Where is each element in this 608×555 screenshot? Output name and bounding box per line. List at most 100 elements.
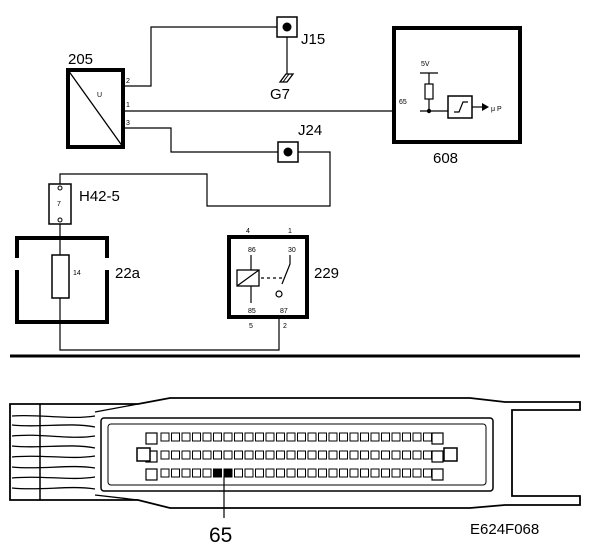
connector-pin (171, 432, 180, 442)
component-608-label: 608 (433, 150, 458, 167)
component-608-supply-rail (420, 72, 438, 84)
ecu-connector: 65 (9, 397, 581, 547)
wire-j24-h42 (59, 151, 331, 207)
component-229-label: 229 (314, 265, 339, 282)
connector-pin (202, 450, 212, 460)
connector-pin (202, 468, 212, 478)
connector-pin (265, 450, 275, 460)
connector-pin (160, 432, 170, 442)
component-608-pin-65: 65 (399, 99, 407, 106)
connector-pin (286, 468, 296, 478)
connector-pin (360, 468, 369, 478)
connector-pin (391, 432, 401, 442)
connector-pin (339, 432, 348, 442)
connector-pin (402, 432, 411, 442)
connector-pin (192, 450, 201, 460)
connector-pin (276, 468, 285, 478)
connector-pin (318, 450, 327, 460)
connector-pin (370, 450, 380, 460)
connector-pin (255, 432, 264, 442)
connector-pin (349, 432, 359, 442)
connector-pin (307, 432, 317, 442)
component-229-pin-30: 30 (288, 247, 296, 254)
ground-g7-label: G7 (270, 86, 290, 103)
wire-205-j15 (124, 26, 277, 87)
connector-pin (265, 468, 275, 478)
connector-pin (171, 450, 180, 460)
connector-pin-65-label: 65 (209, 524, 232, 547)
component-229-pin-2: 2 (283, 323, 287, 330)
connector-pin (328, 450, 338, 460)
connector-side-pin (136, 447, 151, 462)
component-229-coil-diagonal (236, 269, 260, 287)
connector-pin (192, 468, 201, 478)
component-h42-5-box (48, 183, 72, 225)
component-229-contact-87 (275, 290, 283, 298)
connector-pin (381, 432, 390, 442)
component-205-pin-2: 2 (126, 78, 130, 85)
connector-pin (255, 450, 264, 460)
connector-pin (181, 450, 191, 460)
connector-pin (318, 468, 327, 478)
connector-pin (234, 432, 243, 442)
connector-pin (171, 468, 180, 478)
figure-id: E624F068 (470, 521, 539, 538)
component-229-pin-85: 85 (248, 308, 256, 315)
connector-pin (160, 450, 170, 460)
component-608-resistor (424, 83, 434, 100)
ecu-connector-pin-grid (136, 432, 458, 481)
component-h42-5-pin: 7 (57, 201, 61, 208)
connector-pin (255, 468, 264, 478)
wire-205-j24 (124, 127, 278, 153)
connector-pin (391, 468, 401, 478)
ecu-connector-taper (94, 403, 139, 501)
connector-pin (423, 432, 432, 442)
connector-pin (370, 432, 380, 442)
component-229: 4 1 86 30 85 87 5 2 229 (227, 228, 339, 330)
connector-pin (412, 450, 422, 460)
component-608-output-arrow-icon (482, 103, 489, 111)
component-205-diagonal (67, 69, 124, 148)
connector-pin (192, 432, 201, 442)
component-22a: 14 22a (15, 236, 141, 324)
connector-pin (349, 450, 359, 460)
connector-pin (328, 432, 338, 442)
connector-pin (297, 450, 306, 460)
connector-pin (286, 450, 296, 460)
component-229-pin-86: 86 (248, 247, 256, 254)
connector-pin (307, 450, 317, 460)
component-229-pin-1: 1 (288, 228, 292, 235)
component-608-schmitt-symbol (454, 101, 468, 113)
connector-pin (402, 450, 411, 460)
connector-pin (328, 468, 338, 478)
connector-pin (412, 432, 422, 442)
connector-large-pin (431, 450, 444, 463)
connector-pin (223, 432, 233, 442)
component-608-output-label: μ P (491, 106, 502, 113)
component-608: 608 65 5V μ P (392, 26, 522, 167)
connector-pin (402, 468, 411, 478)
component-229-pin-4: 4 (246, 228, 250, 235)
ground-g7: G7 (270, 73, 295, 103)
connector-pin (381, 450, 390, 460)
component-205: 205 U 2 1 3 (66, 51, 130, 149)
component-205-pin-3: 3 (126, 120, 130, 127)
connector-pin (223, 450, 233, 460)
connector-pin (412, 468, 422, 478)
connector-pin (297, 432, 306, 442)
connector-large-pin (145, 468, 158, 481)
connector-pin (297, 468, 306, 478)
junction-j24-label: J24 (298, 122, 322, 139)
connector-pin (213, 450, 222, 460)
component-205-label: 205 (68, 51, 93, 68)
connector-pin (349, 468, 359, 478)
connector-pin (202, 432, 212, 442)
connector-pin (381, 468, 390, 478)
component-22a-pin: 14 (73, 270, 81, 277)
connector-pin (181, 468, 191, 478)
connector-pin (244, 432, 254, 442)
connector-large-pin (431, 432, 444, 445)
component-22a-box (15, 236, 109, 324)
